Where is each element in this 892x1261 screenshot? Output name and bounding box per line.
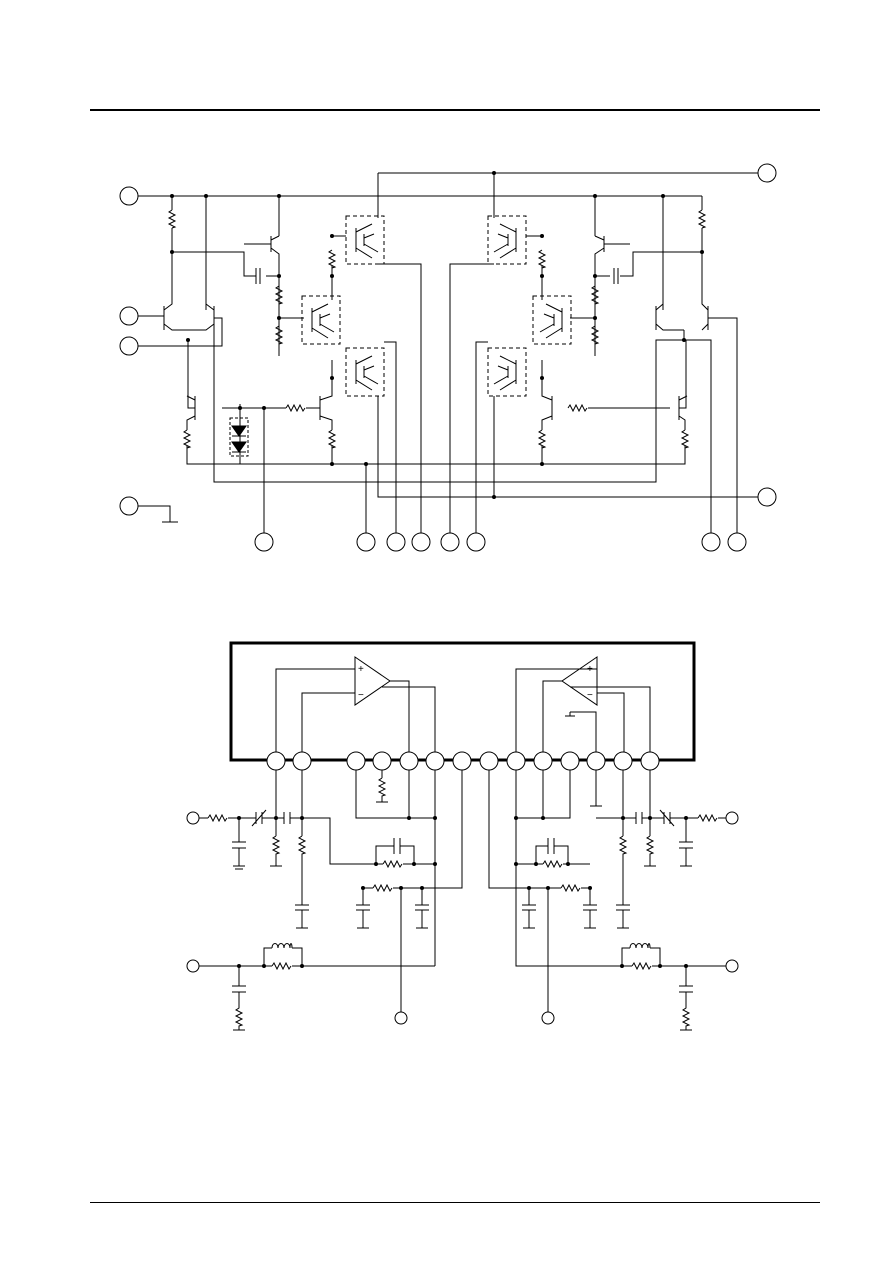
equivalent-transistors <box>138 236 737 533</box>
terminal-output-left <box>187 960 199 972</box>
amplifier-right: + − <box>562 657 597 705</box>
pin-5 <box>400 752 418 770</box>
external-wiring-right <box>489 770 726 1030</box>
terminal-output-right <box>726 960 738 972</box>
equivalent-terminals <box>120 164 776 551</box>
pin-9 <box>507 752 525 770</box>
pin-10 <box>534 752 552 770</box>
svg-text:+: + <box>358 664 364 675</box>
equivalent-junctions <box>170 171 704 499</box>
pin-7 <box>453 752 471 770</box>
supply-wiring <box>138 173 758 310</box>
amplifier-left: + − <box>355 657 390 705</box>
terminal-input-right <box>726 812 738 824</box>
app-junctions <box>237 816 688 968</box>
external-wiring-left <box>199 770 462 1030</box>
terminal-input-left <box>187 812 199 824</box>
pin-1 <box>267 752 285 770</box>
pin-13 <box>614 752 632 770</box>
footer-rule <box>90 1202 820 1203</box>
pin-6 <box>426 752 444 770</box>
pin-14 <box>641 752 659 770</box>
pin-2 <box>293 752 311 770</box>
pin-4 <box>373 752 391 770</box>
ic-body <box>231 643 694 760</box>
equivalent-circuit-diagram <box>0 0 892 600</box>
terminal-bottom-left <box>395 1012 407 1024</box>
equivalent-ground <box>138 506 178 522</box>
ic-internal-wiring <box>276 669 650 752</box>
boxed-pair-internals <box>312 224 562 390</box>
svg-text:−: − <box>587 690 593 701</box>
pin-12 <box>587 752 605 770</box>
output-wiring <box>187 236 758 533</box>
svg-text:−: − <box>358 690 364 701</box>
boxed-transistor-pairs <box>302 216 571 396</box>
equivalent-diodes <box>230 418 248 456</box>
equivalent-capacitors <box>256 268 618 284</box>
pin-3 <box>347 752 365 770</box>
terminal-bottom-right <box>542 1012 554 1024</box>
pin-11 <box>561 752 579 770</box>
pin-8 <box>480 752 498 770</box>
header-rule <box>90 109 820 111</box>
